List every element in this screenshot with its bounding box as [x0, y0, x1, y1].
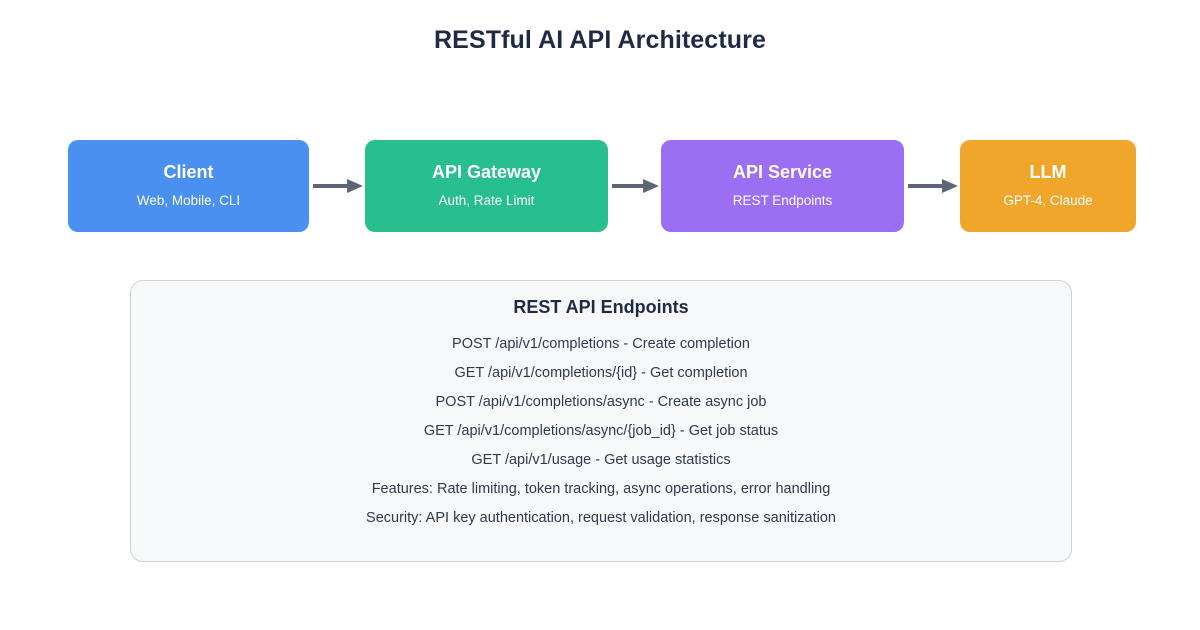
arrow-head-icon [347, 179, 363, 193]
arrow-client-to-gateway [313, 179, 363, 193]
endpoints-panel: REST API Endpoints POST /api/v1/completi… [130, 280, 1072, 562]
flow-node-title: Client [163, 161, 214, 182]
arrow-shaft [612, 184, 643, 188]
arrow-service-to-llm [908, 179, 958, 193]
page-title: RESTful AI API Architecture [434, 26, 766, 54]
flow-node-subtitle: REST Endpoints [732, 193, 833, 209]
flow-node-client: Client Web, Mobile, CLI [68, 140, 309, 232]
flow-node-llm: LLM GPT-4, Claude [960, 140, 1136, 232]
arrow-head-icon [643, 179, 659, 193]
endpoint-line: GET /api/v1/completions/async/{job_id} -… [423, 423, 779, 439]
endpoint-line: GET /api/v1/completions/{id} - Get compl… [454, 365, 748, 381]
flow-node-title: API Service [732, 161, 833, 182]
flow-node-title: API Gateway [431, 161, 542, 182]
endpoint-line: POST /api/v1/completions/async - Create … [435, 394, 767, 410]
arrow-shaft [908, 184, 942, 188]
architecture-flow: Client Web, Mobile, CLI API Gateway Auth… [0, 140, 1200, 232]
arrow-shaft [313, 184, 347, 188]
flow-node-title: LLM [1029, 161, 1067, 182]
flow-node-api-gateway: API Gateway Auth, Rate Limit [365, 140, 608, 232]
flow-node-api-service: API Service REST Endpoints [661, 140, 904, 232]
flow-node-subtitle: Auth, Rate Limit [438, 193, 535, 209]
endpoint-line: POST /api/v1/completions - Create comple… [452, 336, 750, 352]
endpoints-panel-heading: REST API Endpoints [513, 297, 689, 317]
endpoint-line: GET /api/v1/usage - Get usage statistics [471, 452, 731, 468]
arrow-gateway-to-service [612, 179, 659, 193]
flow-node-subtitle: GPT-4, Claude [1003, 193, 1093, 209]
flow-node-subtitle: Web, Mobile, CLI [136, 193, 241, 209]
endpoints-list: POST /api/v1/completions - Create comple… [131, 330, 1071, 533]
endpoint-line: Features: Rate limiting, token tracking,… [371, 481, 831, 497]
arrow-head-icon [942, 179, 958, 193]
endpoint-line: Security: API key authentication, reques… [366, 510, 836, 526]
